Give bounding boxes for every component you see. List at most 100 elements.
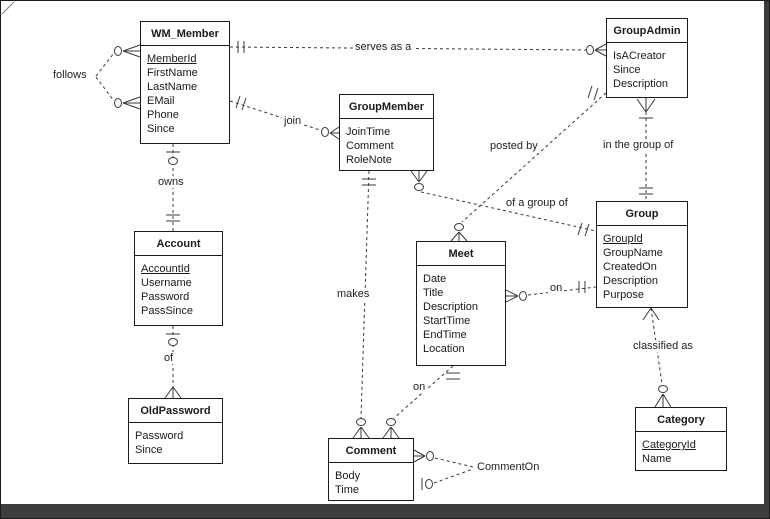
attribute: IsACreator [613,50,666,62]
attribute: Purpose [603,289,644,301]
entity-title: Comment [329,439,413,463]
entity-title: Group [597,202,687,226]
double-bar-icon [587,85,599,101]
rel-on-meet-group-line [505,281,597,303]
circle-optional-icon [321,127,329,137]
attribute-pk: CategoryId [642,439,696,451]
attribute: EMail [147,95,175,107]
attribute: StartTime [423,315,471,327]
attribute: Description [613,78,669,90]
circle-optional-icon [114,98,122,108]
relationship-label-posted-by: posted by [488,140,540,152]
crows-foot-icon [636,98,656,113]
entity-attributes: MemberId FirstName LastName EMail Phone … [141,46,229,136]
attribute: RoleNote [346,154,392,166]
double-bar-icon [166,214,180,222]
attribute: JoinTime [346,126,391,138]
entity-group-member: GroupMember JoinTime Comment RoleNote [339,94,434,171]
attribute: Since [147,123,175,135]
relationship-label-serves-as-a: serves as a [353,41,414,53]
attribute: Description [603,275,659,287]
frame-bottom-bar [1,504,769,518]
entity-attributes: CategoryId Name [636,432,726,466]
crows-foot-icon [654,393,672,408]
entity-wm-member: WM_Member MemberId FirstName LastName EM… [140,21,230,144]
entity-attributes: Body Time [329,463,413,497]
double-bar-icon [235,95,247,111]
attribute: Since [613,64,641,76]
entity-attributes: Password Since [129,423,222,457]
relationship-label-of-account-oldpassword: of [162,352,176,364]
attribute: LastName [147,81,198,93]
entity-category: Category CategoryId Name [635,407,727,471]
entity-attributes: Date Title Description StartTime EndTime… [417,266,505,356]
rel-join-line [229,95,340,140]
crows-foot-icon [642,307,660,321]
crows-foot-icon [164,386,182,399]
entity-account: Account AccountId Username Password Pass… [134,231,223,326]
entity-title: GroupAdmin [607,19,687,43]
attribute: Since [135,444,163,456]
entity-attributes: JoinTime Comment RoleNote [340,119,433,167]
crows-foot-icon [122,96,141,110]
attribute: Date [423,273,447,285]
double-bar-icon [577,222,590,237]
circle-optional-icon [426,451,434,461]
attribute-pk: GroupId [603,233,643,245]
entity-title: WM_Member [141,22,229,46]
rel-comment-on-line [413,449,474,490]
entity-title: Meet [417,242,505,266]
attribute: Title [423,287,444,299]
rel-makes-line [352,170,376,439]
rel-of-a-group-of-line [410,170,597,237]
double-bar-icon [237,41,245,53]
crows-foot-icon [594,43,607,57]
entity-attributes: GroupId GroupName CreatedOn Description … [597,226,687,302]
attribute: Location [423,343,465,355]
relationship-label-on-meet-comment: on [411,381,428,393]
attribute: Username [141,277,192,289]
entity-old-password: OldPassword Password Since [128,398,223,464]
rel-classified-as-line [642,307,672,408]
double-bar-icon [362,178,376,186]
entity-attributes: AccountId Username Password PassSince [135,256,222,318]
attribute: Description [423,301,479,313]
circle-optional-icon [114,46,122,56]
relationship-label-follows: follows [51,69,89,81]
entity-group-admin: GroupAdmin IsACreator Since Description [606,18,688,98]
crows-foot-icon [122,44,141,58]
entity-meet: Meet Date Title Description StartTime En… [416,241,506,366]
rel-follows-line [95,44,141,110]
entity-title: GroupMember [340,95,433,119]
relationship-label-classified-as: classified as [631,340,695,352]
double-bar-icon [578,281,586,293]
circle-optional-icon [168,338,178,346]
double-bar-icon [446,372,460,380]
circle-optional-icon [425,479,433,489]
attribute: Name [642,453,672,465]
attribute: FirstName [147,67,198,79]
attribute: CreatedOn [603,261,657,273]
entity-comment: Comment Body Time [328,438,414,501]
entity-group: Group GroupId GroupName CreatedOn Descri… [596,201,688,308]
circle-optional-icon [356,418,366,426]
relationship-label-of-a-group-of: of a group of [504,197,570,209]
attribute: Comment [346,140,394,152]
crows-foot-icon [505,289,519,303]
rel-posted-by-line [450,85,607,242]
crows-foot-icon [329,126,340,140]
attribute: Password [135,430,184,442]
circle-optional-icon [386,418,396,426]
attribute: Phone [147,109,179,121]
rel-in-the-group-of-line [636,98,656,201]
circle-optional-icon [414,183,424,191]
attribute: Body [335,470,361,482]
attribute-pk: MemberId [147,53,197,65]
page-corner-notch [1,1,15,15]
frame-right-bar [764,1,769,518]
crows-foot-icon [382,426,400,439]
crows-foot-icon [450,231,468,242]
crows-foot-icon [410,170,428,183]
relationship-label-on-meet-group: on [548,282,565,294]
